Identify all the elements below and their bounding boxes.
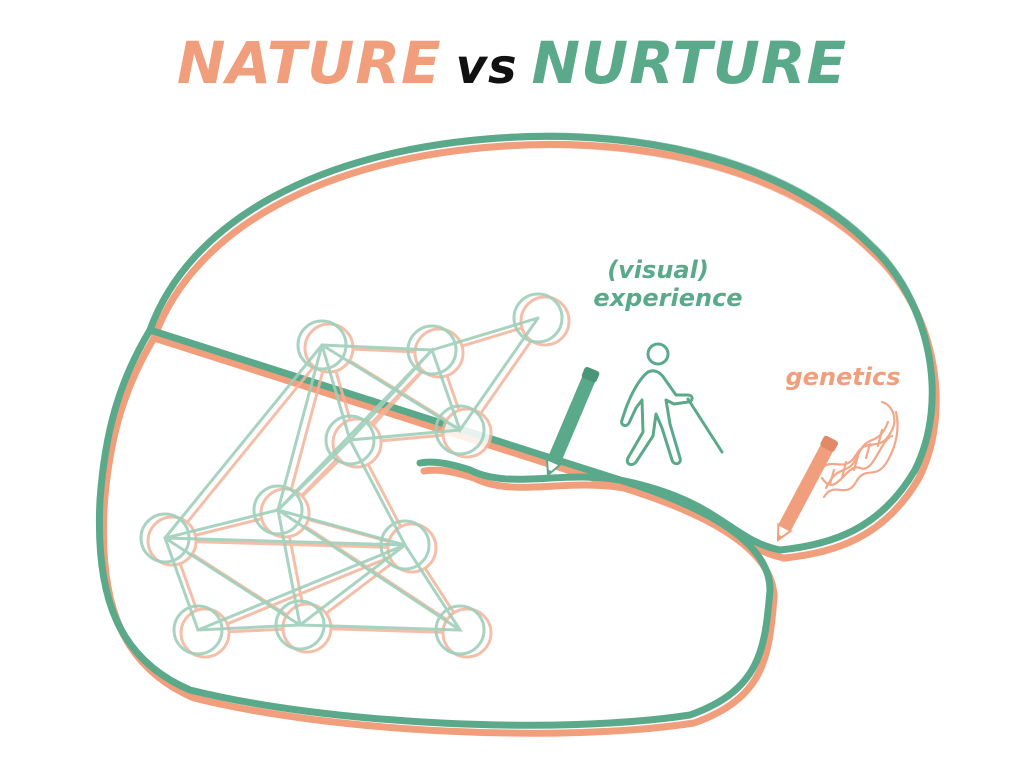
- blind-person-cane-icon: [620, 342, 724, 467]
- title-nature: NATURE: [176, 29, 442, 97]
- title-vs: vs: [455, 39, 518, 95]
- pencil-icon: [776, 435, 838, 542]
- brain-outline-icon: [95, 132, 940, 737]
- genetics-label: genetics: [785, 363, 900, 391]
- experience-label-line2: experience: [593, 284, 742, 312]
- dna-helix-icon: [818, 400, 899, 499]
- experience-label-line1: (visual): [607, 256, 709, 284]
- pencil-icon: [545, 366, 600, 478]
- title-nurture: NURTURE: [531, 29, 848, 97]
- neural-network-icon: [139, 292, 571, 659]
